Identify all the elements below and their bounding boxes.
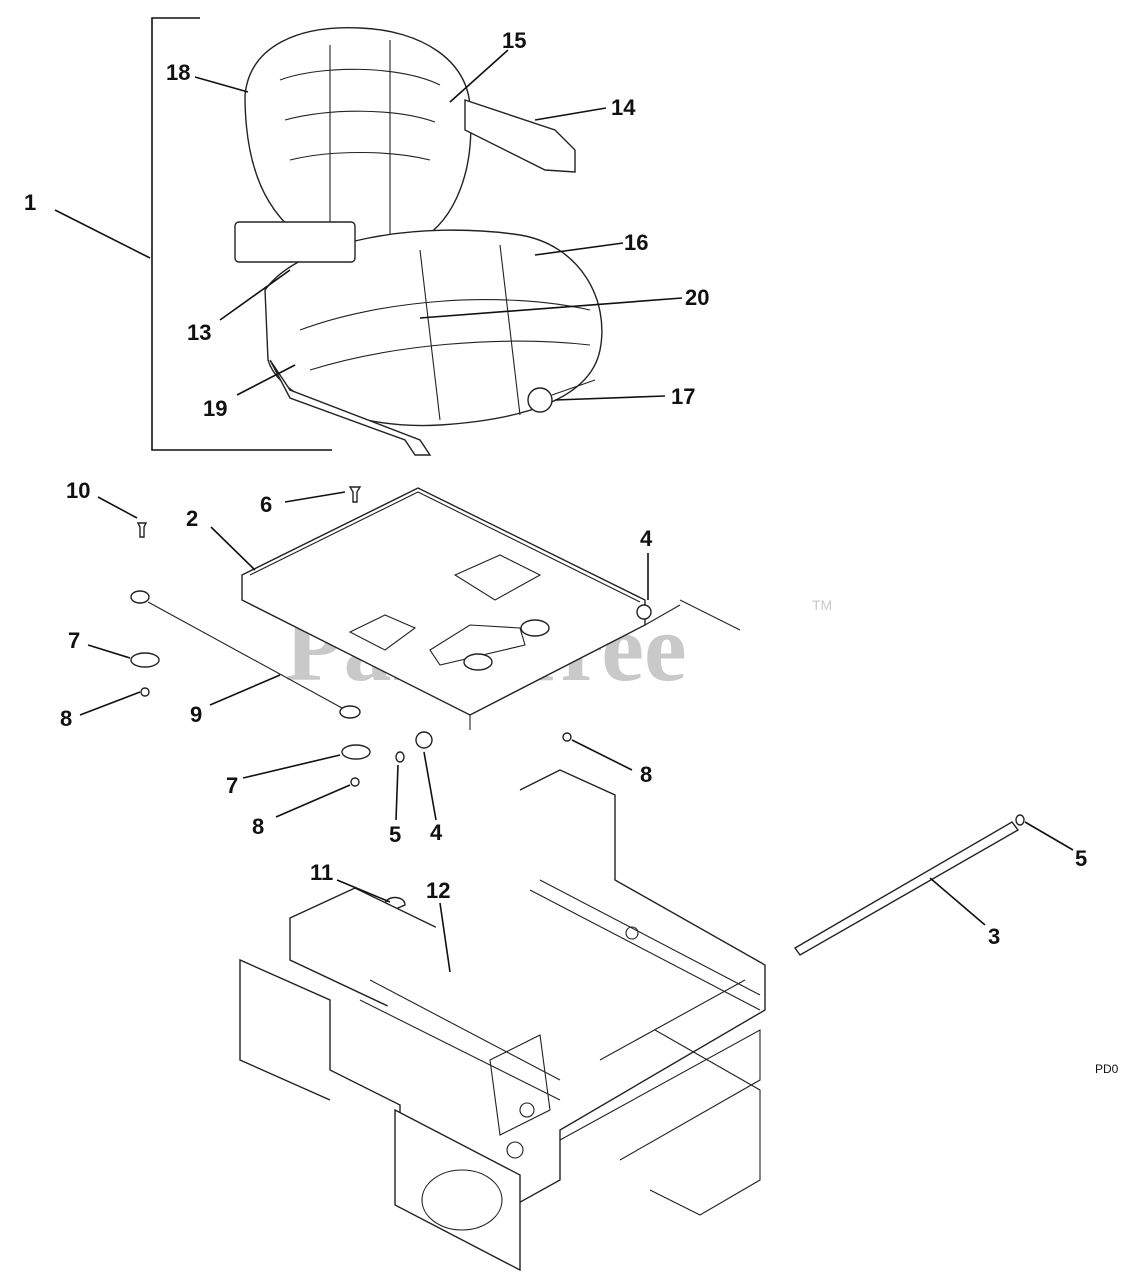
callout-13: 13	[187, 320, 211, 345]
nut-8-right	[562, 732, 572, 742]
callout-17: 17	[671, 384, 695, 409]
seat-assembly-bracket	[151, 17, 332, 451]
callout-labels: 1 2 3 4 4 5 5 6 7 7 8 8 8 9 10 11 12 13 …	[24, 28, 1087, 949]
callout-6: 6	[260, 492, 272, 517]
callout-16: 16	[624, 230, 648, 255]
callout-9: 9	[190, 702, 202, 727]
callout-8-right: 8	[640, 762, 652, 787]
callout-12: 12	[426, 878, 450, 903]
callout-18: 18	[166, 60, 190, 85]
seat-cable	[130, 590, 361, 719]
seat-base	[269, 359, 432, 456]
nut-8-center	[350, 777, 360, 787]
clip-5-lower	[395, 751, 405, 763]
callout-5-right: 5	[1075, 846, 1087, 871]
callout-4-lower: 4	[430, 820, 443, 845]
drawing-code: PD0	[1095, 1062, 1119, 1076]
chassis-frame	[239, 769, 766, 1272]
callout-5-lower: 5	[389, 822, 401, 847]
callout-3: 3	[988, 924, 1000, 949]
seat-adjust-knob	[527, 387, 553, 413]
bushing-4-upper	[636, 604, 652, 620]
bushing-4-lower	[415, 731, 433, 749]
seat-mount-plate	[241, 487, 741, 730]
backrest-stitching	[279, 40, 441, 245]
bolt-10	[136, 522, 148, 538]
washer-7-center	[341, 744, 371, 760]
seat-adjust-lever	[551, 379, 596, 396]
callout-11: 11	[310, 860, 333, 885]
callout-8-center: 8	[252, 814, 264, 839]
callout-10: 10	[66, 478, 90, 503]
callout-1: 1	[24, 190, 36, 215]
callout-7-left: 7	[68, 628, 80, 653]
bolt-6	[348, 486, 362, 503]
seat-assembly	[234, 27, 603, 456]
callout-7-center: 7	[226, 773, 238, 798]
cushion-stitching	[299, 244, 591, 421]
armrest-right	[464, 99, 576, 173]
watermark-trademark: TM	[812, 597, 832, 613]
callout-19: 19	[203, 396, 227, 421]
seat-backrest	[244, 27, 472, 256]
callout-20: 20	[685, 285, 709, 310]
callout-14: 14	[611, 95, 636, 120]
washer-7-left	[130, 652, 160, 668]
armrest-left	[234, 221, 356, 263]
hardware	[130, 486, 1025, 988]
callout-15: 15	[502, 28, 526, 53]
callout-4-upper: 4	[640, 526, 653, 551]
clip-5-right	[1015, 814, 1025, 826]
pivot-rod	[793, 821, 1020, 956]
nut-8-left	[140, 687, 150, 697]
leader-lines	[54, 49, 1074, 973]
callout-2: 2	[186, 506, 198, 531]
callout-8-left: 8	[60, 706, 72, 731]
